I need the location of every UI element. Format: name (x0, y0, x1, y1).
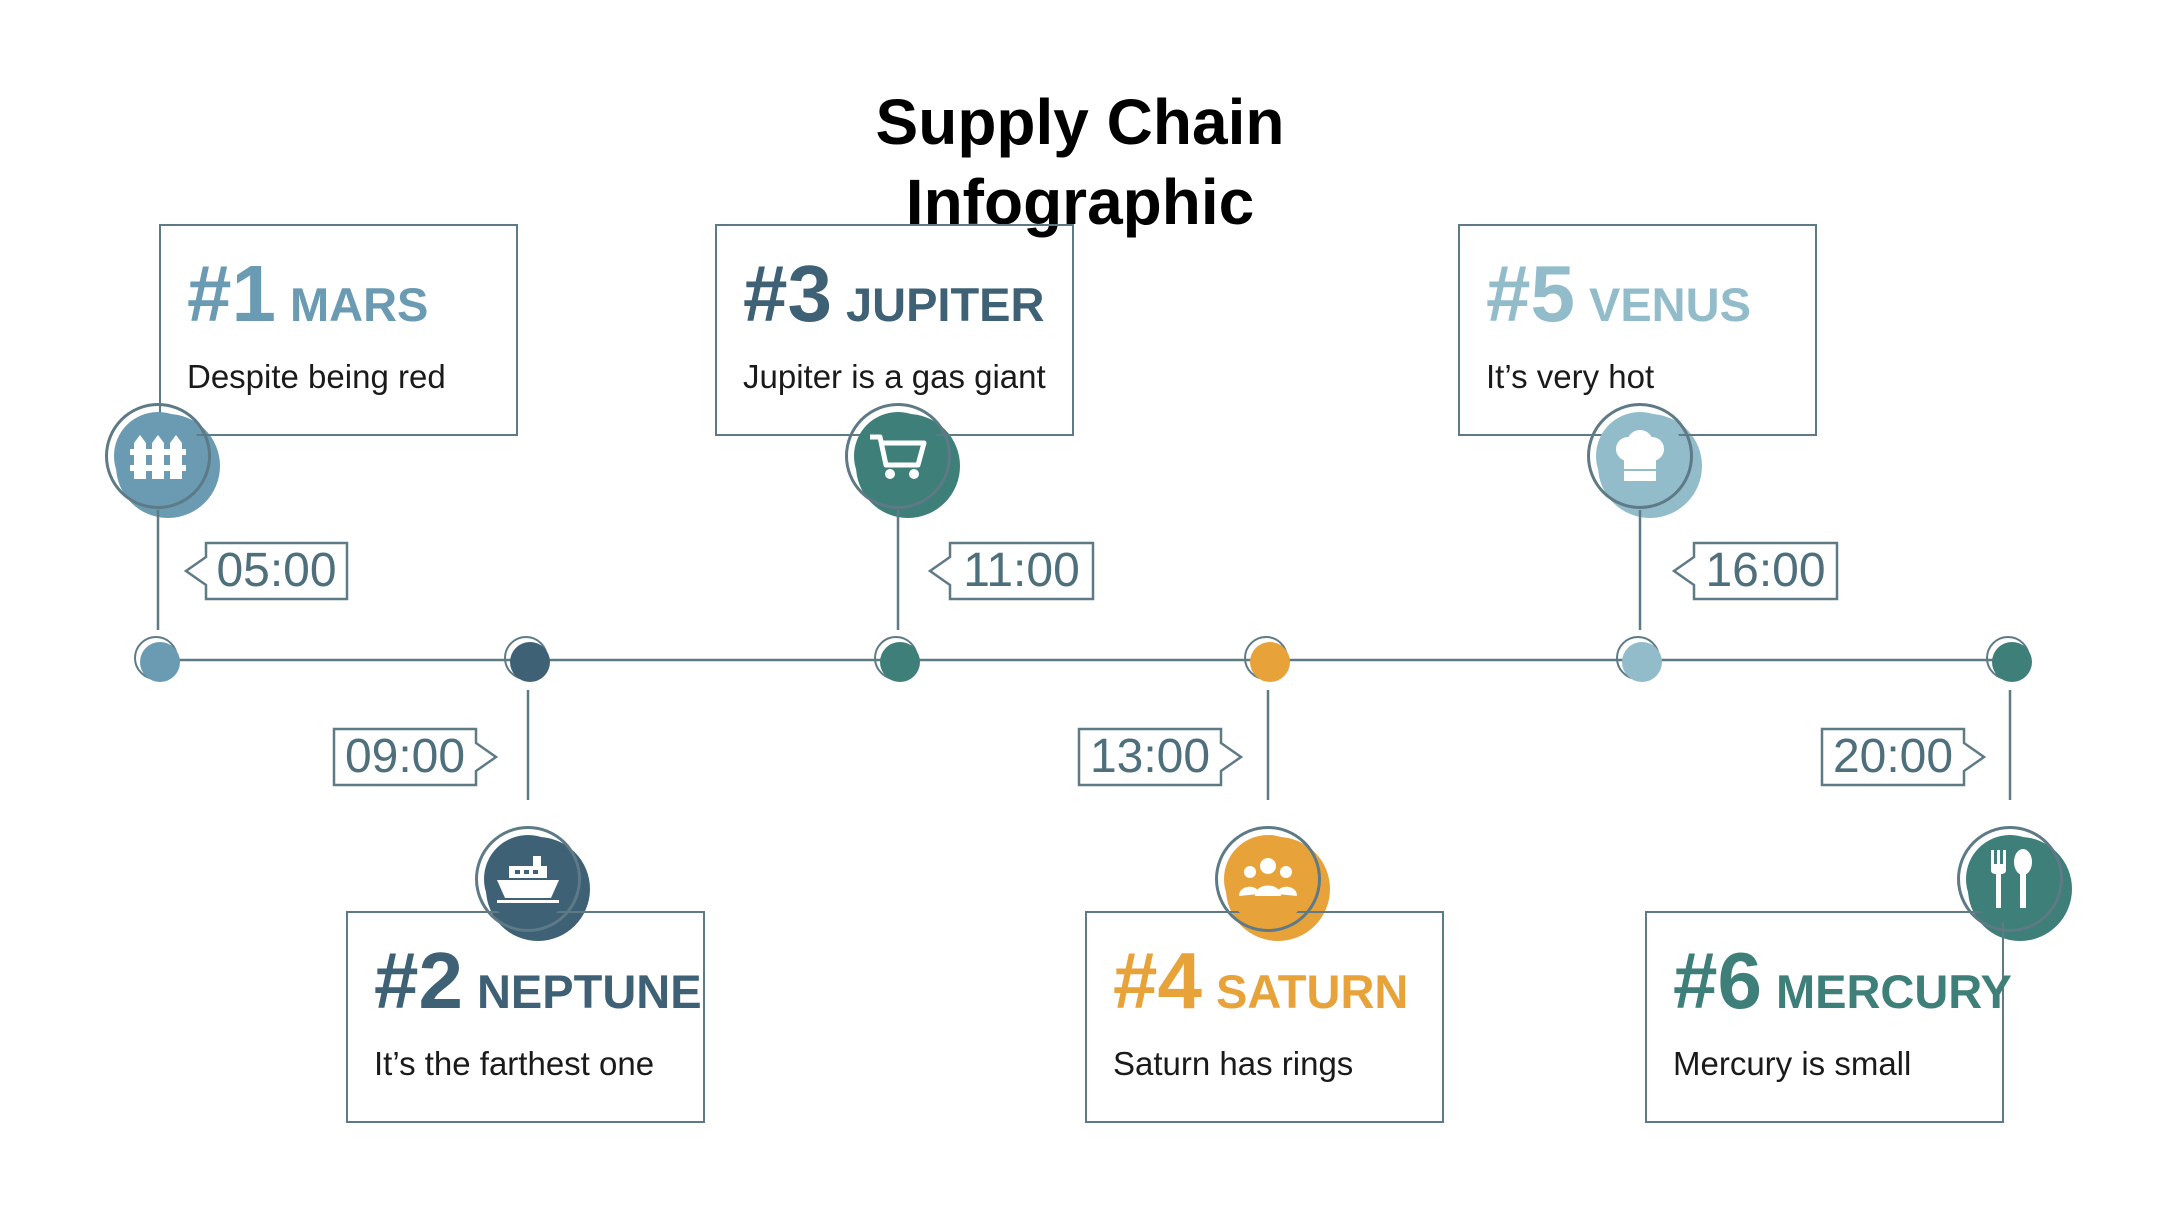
time-frame-5 (1671, 541, 1839, 601)
fence-icon (130, 435, 186, 479)
time-label-1: 05:00 (216, 544, 337, 597)
time-label-5: 16:00 (1705, 544, 1826, 597)
step-name-6: MERCURY (1775, 965, 2012, 1018)
ship-icon (497, 856, 559, 903)
step-description-2: It’s the farthest one (374, 1045, 655, 1082)
step-icon-6 (1957, 826, 2072, 941)
time-frame-4 (1077, 727, 1244, 787)
step-description-6: Mercury is small (1673, 1045, 1912, 1082)
time-frame-2 (332, 727, 499, 787)
timeline-dot-4 (1244, 636, 1290, 682)
step-description-1: Despite being red (187, 358, 446, 395)
time-frame-1 (183, 541, 349, 601)
step-number-1: #1 (187, 249, 276, 338)
time-frame-3 (927, 541, 1095, 601)
step-description-3: Jupiter is a gas giant (743, 358, 1046, 395)
chef-hat-icon (1616, 430, 1664, 481)
timeline-dot-2 (504, 636, 550, 682)
step-description-4: Saturn has rings (1113, 1045, 1354, 1082)
timeline-dot-3 (874, 636, 920, 682)
step-icon-4 (1215, 826, 1330, 941)
step-name-2: NEPTUNE (476, 965, 702, 1018)
step-name-1: MARS (289, 278, 429, 331)
step-name-3: JUPITER (845, 278, 1045, 331)
time-frame-6 (1820, 727, 1987, 787)
time-label-6: 20:00 (1832, 730, 1954, 783)
step-number-3: #3 (743, 249, 832, 338)
people-group-icon (1239, 858, 1297, 896)
time-label-3: 11:00 (963, 544, 1080, 597)
time-label-2: 09:00 (344, 730, 466, 783)
step-icon-3 (845, 403, 960, 518)
shopping-cart-icon (870, 434, 927, 479)
step-icon-1 (105, 403, 220, 518)
step-name-5: VENUS (1588, 278, 1751, 331)
timeline-dot-1 (134, 636, 180, 682)
step-number-4: #4 (1113, 936, 1202, 1025)
step-description-5: It’s very hot (1486, 358, 1655, 395)
step-icon-2 (475, 826, 590, 941)
time-label-4: 13:00 (1089, 730, 1211, 783)
step-number-2: #2 (374, 936, 463, 1025)
timeline-dot-5 (1616, 636, 1662, 682)
step-number-6: #6 (1673, 936, 1762, 1025)
timeline-dot-6 (1986, 636, 2032, 682)
fork-spoon-icon (1991, 849, 2032, 908)
step-icon-5 (1587, 403, 1702, 518)
step-name-4: SATURN (1215, 965, 1409, 1018)
page-title: Supply Chain Infographic (875, 86, 1285, 238)
step-number-5: #5 (1486, 249, 1575, 338)
